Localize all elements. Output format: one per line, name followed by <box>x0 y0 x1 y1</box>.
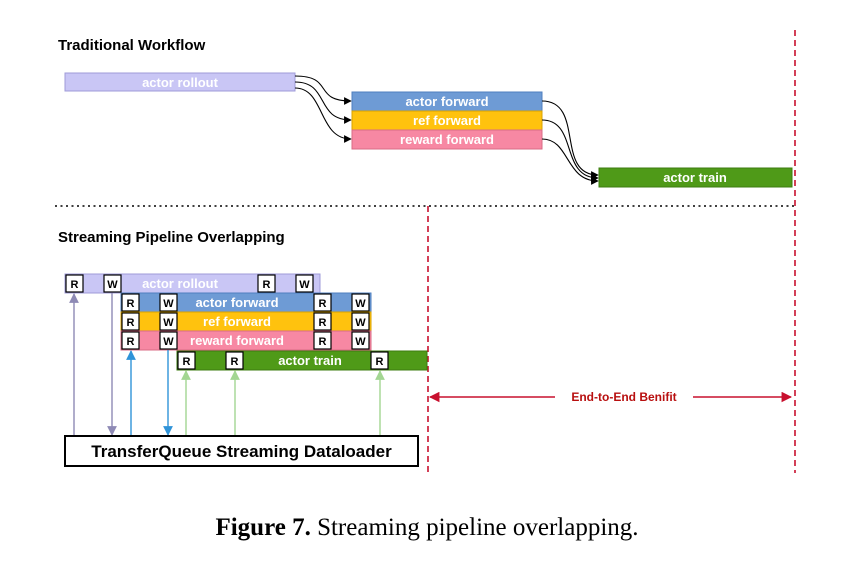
trad-reward-forward-label: reward forward <box>400 132 494 147</box>
actor-forward-write-tag-2 <box>351 293 370 312</box>
stream-actor-forward-label: actor forward <box>195 295 278 310</box>
reward-forward-write-tag-text: W <box>163 336 174 348</box>
ref-forward-read-tag-2 <box>313 312 332 331</box>
figure-caption: Figure 7. Streaming pipeline overlapping… <box>215 514 638 541</box>
ref-forward-write-tag-2-text: W <box>355 317 366 329</box>
stream-rollout-label: actor rollout <box>142 276 219 291</box>
ref-forward-read-tag-2-text: R <box>319 317 327 329</box>
trad-actor-train-bar <box>598 167 793 188</box>
actor-forward-read-tag <box>121 293 140 312</box>
ref-forward-read-tag-text: R <box>127 317 135 329</box>
train-read-tag-2-text: R <box>231 356 239 368</box>
dataloader-arrows <box>69 293 385 436</box>
rollout-read-tag <box>65 274 84 293</box>
forward-to-train-connectors <box>541 100 599 185</box>
benefit-label: End-to-End Benifit <box>571 390 676 404</box>
rollout-write-tag-2 <box>295 274 314 293</box>
train-read-tag-3-text: R <box>376 356 384 368</box>
train-read-tag-3 <box>370 351 389 370</box>
ref-forward-read-tag <box>121 312 140 331</box>
stream-reward-forward-bar <box>120 330 372 351</box>
stream-ref-forward-label: ref forward <box>203 314 271 329</box>
actor-forward-read-tag-text: R <box>127 298 135 310</box>
traditional-workflow-title: Traditional Workflow <box>58 37 206 54</box>
train-read-tag-text: R <box>183 356 191 368</box>
reward-forward-write-tag-2 <box>351 331 370 350</box>
reward-forward-read-tag-2 <box>313 331 332 350</box>
train-read-tag-2 <box>225 351 244 370</box>
rollout-read-tag-2-text: R <box>263 279 271 291</box>
rollout-read-tag-2 <box>257 274 276 293</box>
trad-ref-forward-label: ref forward <box>413 113 481 128</box>
dataloader-box <box>64 435 419 467</box>
reward-forward-write-tag-2-text: W <box>355 336 366 348</box>
reward-forward-read-tag <box>121 331 140 350</box>
rollout-read-tag-text: R <box>71 279 79 291</box>
figure-number: Figure 7. <box>215 514 310 541</box>
benefit-label-bg <box>555 389 693 405</box>
rollout-to-forward-connectors <box>294 75 352 143</box>
actor-forward-write-tag <box>159 293 178 312</box>
stream-reward-forward-label: reward forward <box>190 333 284 348</box>
read-write-tags: R W R W R W R W R W R W R W R W R R <box>65 274 389 370</box>
ref-forward-write-tag <box>159 312 178 331</box>
rollout-write-tag <box>103 274 122 293</box>
trad-actor-train-label: actor train <box>663 170 727 185</box>
reward-forward-read-tag-2-text: R <box>319 336 327 348</box>
ref-forward-write-tag-text: W <box>163 317 174 329</box>
train-read-tag <box>177 351 196 370</box>
stream-actor-train-label: actor train <box>278 353 342 368</box>
actor-forward-read-tag-2 <box>313 293 332 312</box>
rollout-write-tag-2-text: W <box>299 279 310 291</box>
actor-forward-write-tag-2-text: W <box>355 298 366 310</box>
rollout-write-tag-text: W <box>107 279 118 291</box>
streaming-title: Streaming Pipeline Overlapping <box>58 229 285 246</box>
actor-forward-write-tag-text: W <box>163 298 174 310</box>
trad-actor-forward-label: actor forward <box>405 94 488 109</box>
reward-forward-write-tag <box>159 331 178 350</box>
dataloader-label: TransferQueue Streaming Dataloader <box>91 442 392 461</box>
reward-forward-read-tag-text: R <box>127 336 135 348</box>
ref-forward-write-tag-2 <box>351 312 370 331</box>
figure-caption-text: Streaming pipeline overlapping. <box>311 514 639 541</box>
actor-forward-read-tag-2-text: R <box>319 298 327 310</box>
trad-rollout-label: actor rollout <box>142 75 219 90</box>
